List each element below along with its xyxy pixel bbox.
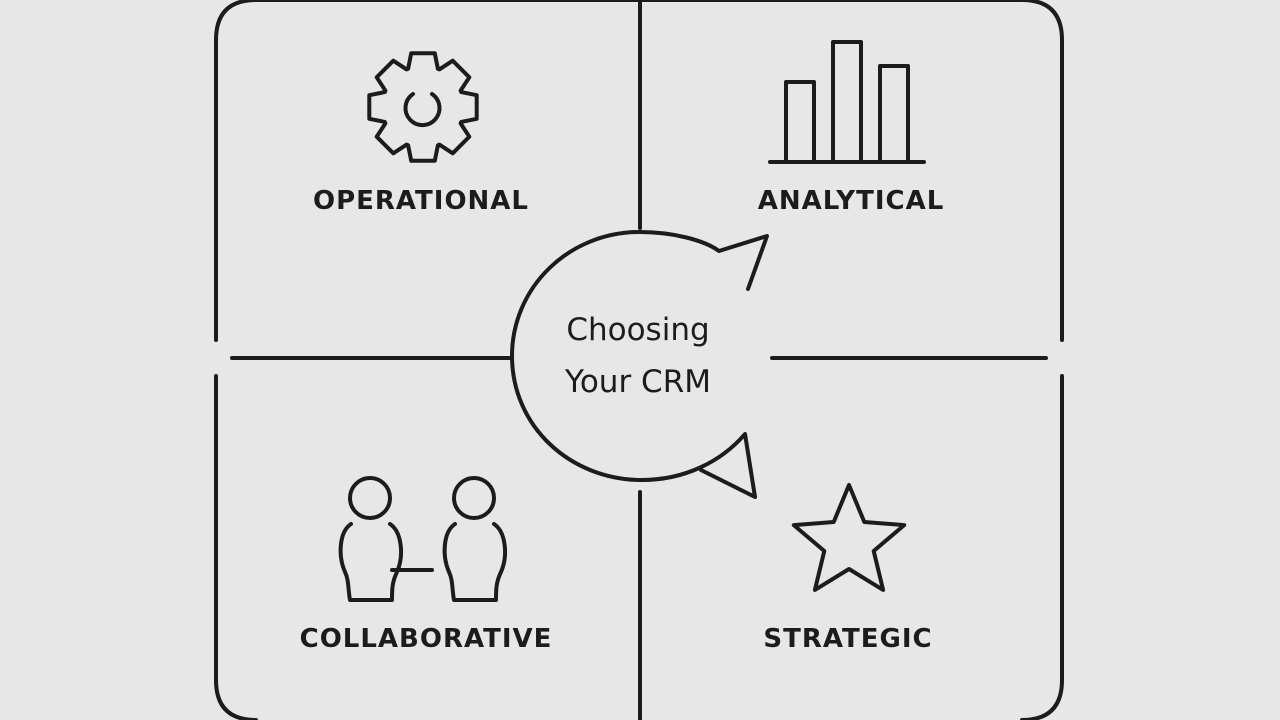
two-people-icon: [338, 476, 508, 602]
center-title-line-1: Choosing: [566, 312, 710, 348]
center-title-line-2: Your CRM: [565, 364, 711, 400]
quadrant-label-analytical: ANALYTICAL: [757, 186, 945, 216]
quadrant-label-operational: OPERATIONAL: [312, 186, 530, 216]
bar-chart-icon: [768, 40, 926, 164]
gear-icon: [367, 51, 479, 163]
outer-frame-top: [214, 0, 1064, 342]
quadrant-label-collaborative: COLLABORATIVE: [299, 624, 553, 654]
center-title: Choosing Your CRM: [538, 304, 738, 408]
quadrant-label-strategic: STRATEGIC: [763, 624, 933, 654]
star-icon: [791, 483, 907, 592]
speech-bubble: [510, 230, 769, 499]
